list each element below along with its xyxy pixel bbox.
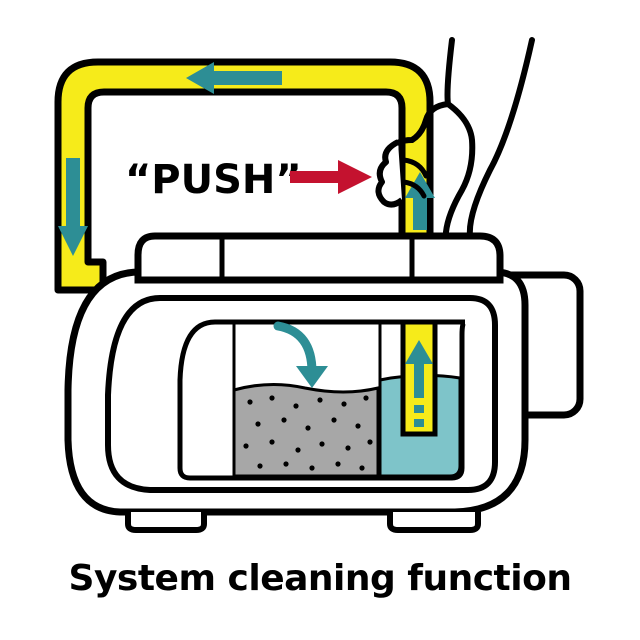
push-label: “PUSH” <box>125 157 302 203</box>
vacuum-foot-right <box>387 512 481 533</box>
push-arrow-icon <box>290 160 372 194</box>
hose-up-arrow-icon <box>405 172 435 230</box>
vacuum-lid <box>134 232 504 284</box>
dirt-chamber <box>232 382 380 478</box>
curved-flow-arrowhead-icon <box>296 366 328 388</box>
hand-icon <box>375 37 535 239</box>
dirt-particles <box>243 395 373 471</box>
curved-flow-arrow-icon <box>273 321 317 377</box>
vacuum-foot-left <box>125 512 207 533</box>
caption: System cleaning function <box>68 558 572 599</box>
tube-up-arrow-icon <box>405 340 433 427</box>
hose-down-arrow-icon <box>58 158 88 256</box>
tank-window <box>177 319 467 481</box>
hose-left-arrow-icon <box>186 62 282 94</box>
vacuum-inner-frame <box>105 295 498 493</box>
